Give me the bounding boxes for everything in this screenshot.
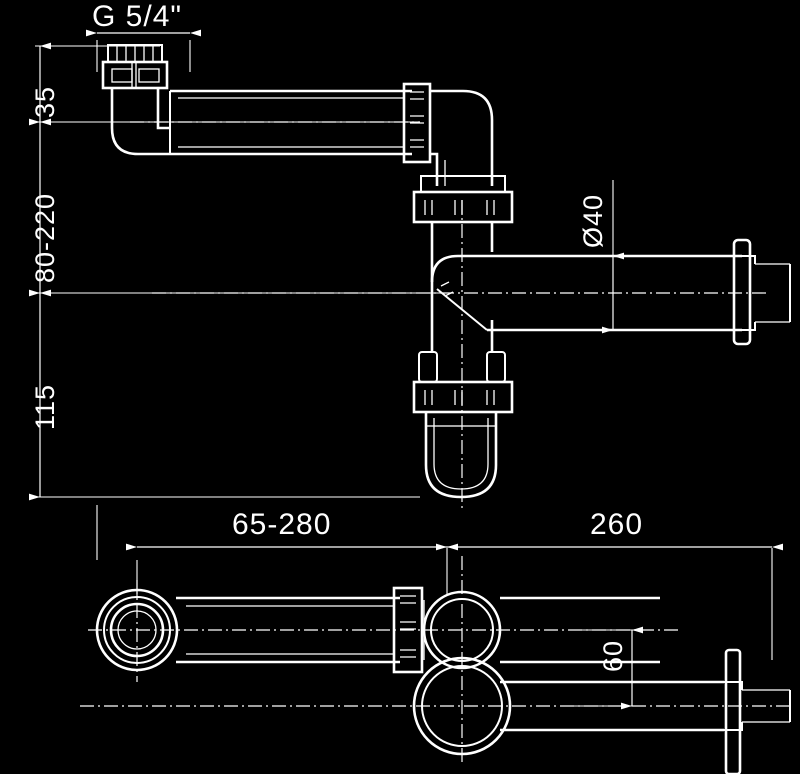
plan-view-geometry bbox=[80, 556, 791, 774]
front-view-dimension-lines bbox=[29, 29, 624, 501]
plan-wall-flange bbox=[724, 648, 742, 774]
inlet-union-nut bbox=[101, 44, 169, 90]
label-height-top: 35 bbox=[30, 85, 60, 118]
label-height-bottom: 115 bbox=[30, 383, 60, 430]
label-thread-size: G 5/4" bbox=[92, 0, 183, 33]
inlet-elbow-union-nut bbox=[402, 82, 432, 164]
trap-cup-union-nut bbox=[412, 351, 514, 414]
inlet-pipe-bend bbox=[110, 88, 170, 156]
wall-flange-rosette bbox=[732, 238, 752, 346]
body-upper-union-nut bbox=[412, 175, 514, 224]
label-outlet-diameter: Ø40 bbox=[578, 193, 608, 248]
inlet-elbow bbox=[430, 89, 494, 186]
label-height-adjustable: 80-220 bbox=[30, 192, 60, 283]
plan-outlet-pipe bbox=[500, 680, 791, 732]
label-length-adjustable: 65-280 bbox=[232, 508, 332, 541]
label-length-outlet: 260 bbox=[590, 508, 644, 541]
label-offset-bottom: 60 bbox=[598, 639, 628, 672]
plan-view-dimension-lines bbox=[126, 543, 783, 710]
plan-inlet-tube bbox=[176, 596, 400, 664]
trap-body-vertical bbox=[430, 222, 494, 352]
front-elevation-geometry bbox=[101, 44, 791, 508]
trap-bottle-cup bbox=[424, 411, 498, 499]
